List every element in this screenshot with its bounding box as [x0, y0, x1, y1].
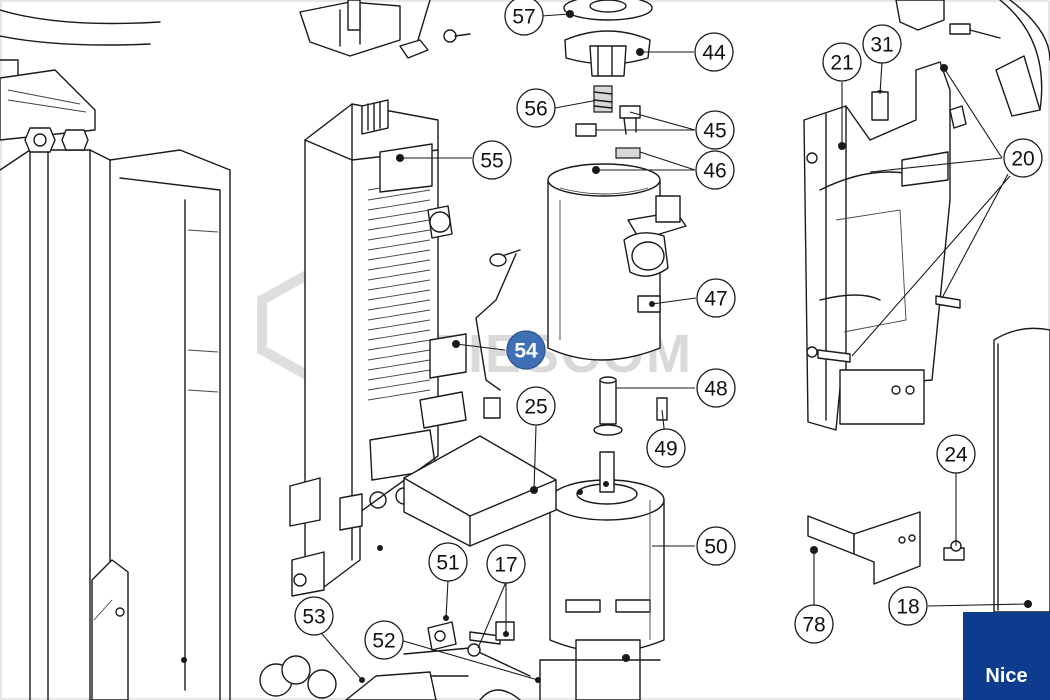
callout-17: 17: [486, 544, 526, 584]
callout-label: 20: [1011, 148, 1034, 171]
callout-54: 54: [506, 330, 546, 370]
callout-label: 55: [480, 150, 503, 173]
callout-label: 49: [654, 438, 677, 461]
spring-and-screws: [575, 85, 641, 159]
callout-48: 48: [696, 368, 736, 408]
callout-label: 47: [704, 288, 727, 311]
callout-circle: [472, 140, 512, 180]
callout-78: 78: [794, 604, 834, 644]
callout-label: 57: [512, 6, 535, 29]
callout-18: 18: [888, 586, 928, 626]
callout-circle: [646, 428, 686, 468]
shaft-and-pin: [593, 376, 668, 436]
callout-circle: [696, 526, 736, 566]
callout-circle: [694, 32, 734, 72]
callout-circle: [695, 150, 735, 190]
callout-circle: [862, 24, 902, 64]
callout-label: 24: [944, 444, 968, 467]
leader-lines: [321, 13, 1029, 681]
callout-circle: [504, 0, 544, 36]
callout-56: 56: [516, 88, 556, 128]
control-board-housing: [289, 99, 467, 597]
callout-label: 56: [524, 98, 547, 121]
callout-circle: [822, 42, 862, 82]
callout-55: 55: [472, 140, 512, 180]
callout-group: 57 44 56 45 46 55 47 54 48 25 49 50 51 17 53 52 21 31 20 24…: [294, 0, 1043, 660]
brand-logo-text: Nice: [985, 665, 1028, 687]
callout-label: 51: [436, 552, 459, 575]
left-housing-panel: [0, 9, 231, 700]
callout-label: 21: [830, 52, 853, 75]
callout-57: 57: [504, 0, 544, 36]
callout-circle: [695, 110, 735, 150]
callout-circle: [428, 542, 468, 582]
callout-circle: [516, 88, 556, 128]
callout-24: 24: [936, 434, 976, 474]
callout-21: 21: [822, 42, 862, 82]
callout-circle: [294, 596, 334, 636]
cylinder-housing: [547, 163, 687, 361]
motor: [539, 451, 665, 700]
callout-circle: [936, 434, 976, 474]
callout-circle: [794, 604, 834, 644]
callout-50: 50: [696, 526, 736, 566]
nice-brand-logo: Nice: [963, 612, 1050, 700]
callout-label: 17: [494, 554, 517, 577]
callout-31: 31: [862, 24, 902, 64]
callout-25: 25: [516, 386, 556, 426]
callout-46: 46: [695, 150, 735, 190]
callout-47: 47: [696, 278, 736, 318]
callout-circle: [888, 586, 928, 626]
callout-52: 52: [364, 620, 404, 660]
callout-20: 20: [1003, 138, 1043, 178]
callout-49: 49: [646, 428, 686, 468]
bottom-small-parts: [259, 615, 541, 700]
callout-circle: [506, 330, 546, 370]
callout-label: 48: [704, 378, 727, 401]
callout-label: 31: [870, 34, 893, 57]
top-left-bracket: [299, 0, 471, 59]
pad-block: [403, 435, 557, 547]
wire-bracket: [475, 249, 521, 419]
callout-label: 46: [703, 160, 726, 183]
callout-51: 51: [428, 542, 468, 582]
callout-circle: [486, 544, 526, 584]
callout-label: 45: [703, 120, 726, 143]
callout-label: 18: [896, 596, 919, 619]
callout-45: 45: [695, 110, 735, 150]
callout-circle: [1003, 138, 1043, 178]
callout-circle: [364, 620, 404, 660]
right-lower-parts: [807, 327, 1050, 613]
callout-label: 53: [302, 606, 325, 629]
callout-circle: [696, 278, 736, 318]
callout-44: 44: [694, 32, 734, 72]
callout-label: 44: [702, 42, 726, 65]
top-right-parts: [895, 0, 1050, 117]
callout-53: 53: [294, 596, 334, 636]
callout-circle: [516, 386, 556, 426]
callout-label: 25: [524, 396, 547, 419]
top-coupling: [563, 0, 653, 77]
callout-label: 54: [514, 340, 538, 363]
callout-label: 52: [372, 630, 395, 653]
right-upper-cover: [803, 61, 967, 431]
callout-label: 50: [704, 536, 727, 559]
callout-circle: [696, 368, 736, 408]
callout-label: 78: [802, 614, 825, 637]
